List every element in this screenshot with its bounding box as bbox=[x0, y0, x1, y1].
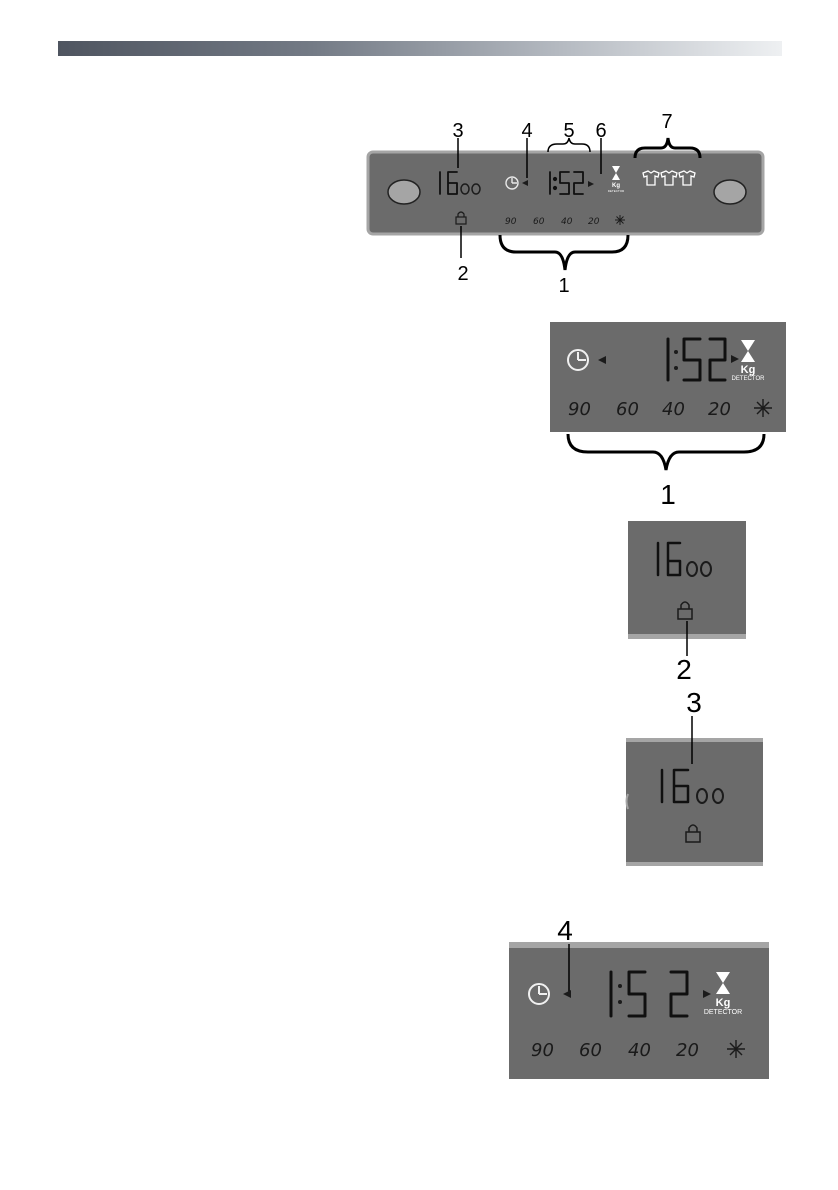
left-knob-button[interactable] bbox=[387, 179, 421, 205]
temp-90: 90 bbox=[505, 217, 517, 227]
control-panel-figure: Kg DETECTOR 90 60 40 20 3 4 5 6 7 2 1 bbox=[366, 111, 765, 297]
spin-speed-detail-3: 3 bbox=[625, 687, 763, 866]
temp-40: 40 bbox=[561, 217, 573, 227]
kg-label: Kg bbox=[612, 183, 620, 189]
header-bar bbox=[58, 41, 782, 56]
time-temp-detail: Kg DETECTOR 90 60 40 20 1 bbox=[550, 322, 786, 510]
clock-delay-icon bbox=[505, 176, 519, 190]
temp-20: 20 bbox=[676, 1040, 699, 1061]
spin-speed-display bbox=[439, 171, 481, 195]
temp-20: 20 bbox=[588, 217, 600, 227]
callout-1: 1 bbox=[660, 479, 676, 510]
temp-40: 40 bbox=[662, 399, 685, 420]
kg-label: Kg bbox=[716, 997, 731, 1009]
spin-speed-detail-2: 2 bbox=[628, 521, 746, 685]
snowflake-icon bbox=[615, 215, 625, 225]
callout-6: 6 bbox=[595, 120, 606, 142]
delay-detail: 4 Kg DETECTOR 90 60 40 20 bbox=[509, 915, 769, 1079]
snowflake-icon bbox=[754, 399, 772, 417]
hourglass-icon bbox=[741, 340, 755, 362]
temp-40: 40 bbox=[628, 1040, 651, 1061]
temp-20: 20 bbox=[708, 399, 731, 420]
clock-delay-icon bbox=[528, 983, 550, 1005]
detector-label: DETECTOR bbox=[732, 376, 766, 382]
callout-5: 5 bbox=[563, 120, 574, 142]
callout-2: 2 bbox=[676, 654, 692, 685]
temp-90: 90 bbox=[568, 399, 591, 420]
detector-label: DETECTOR bbox=[608, 189, 625, 193]
right-knob-button[interactable] bbox=[713, 179, 747, 205]
clock-delay-icon bbox=[567, 349, 589, 371]
temp-60: 60 bbox=[579, 1040, 602, 1061]
kg-label: Kg bbox=[741, 364, 756, 376]
door-lock-icon bbox=[685, 824, 701, 843]
callout-4: 4 bbox=[521, 120, 532, 142]
callout-2: 2 bbox=[457, 263, 468, 285]
hourglass-icon bbox=[612, 166, 620, 180]
door-lock-icon bbox=[677, 601, 693, 620]
detector-label: DETECTOR bbox=[704, 1009, 742, 1016]
callout-3: 3 bbox=[686, 687, 702, 718]
snowflake-icon bbox=[727, 1040, 745, 1058]
callout-4: 4 bbox=[557, 915, 573, 946]
door-lock-icon bbox=[455, 211, 467, 225]
hourglass-icon bbox=[716, 972, 730, 994]
temp-60: 60 bbox=[616, 399, 639, 420]
shirt-icons bbox=[642, 170, 696, 186]
temp-90: 90 bbox=[531, 1040, 554, 1061]
callout-7: 7 bbox=[661, 111, 672, 133]
temp-60: 60 bbox=[533, 217, 545, 227]
callout-1: 1 bbox=[558, 275, 569, 297]
callout-3: 3 bbox=[452, 120, 463, 142]
time-display bbox=[549, 171, 584, 195]
